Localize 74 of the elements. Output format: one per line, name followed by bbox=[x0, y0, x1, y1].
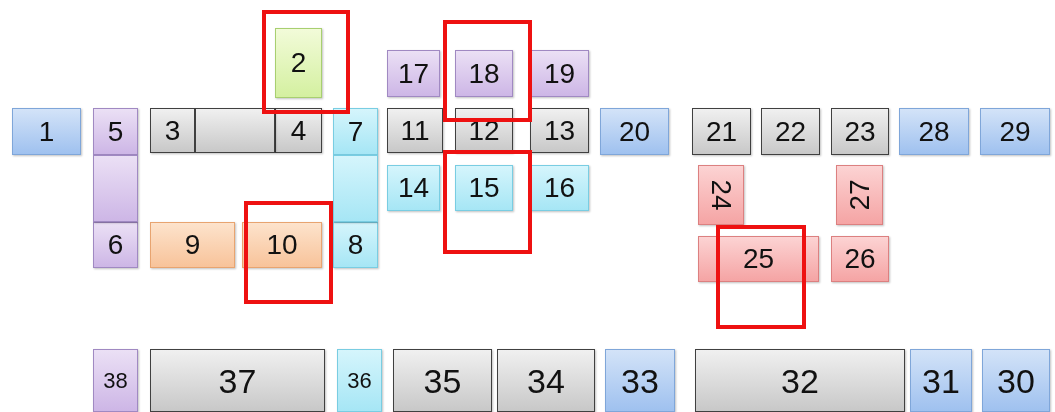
room-number: 6 bbox=[107, 231, 124, 259]
room-box bbox=[530, 165, 589, 211]
room-box bbox=[455, 165, 513, 211]
room-number: 13 bbox=[543, 116, 576, 145]
room-number: 37 bbox=[218, 363, 257, 398]
room-number: 21 bbox=[705, 117, 738, 146]
room-box bbox=[831, 108, 889, 155]
room-box bbox=[150, 222, 235, 268]
room-number: 36 bbox=[347, 369, 372, 392]
room-box bbox=[12, 108, 81, 155]
room-box bbox=[910, 349, 972, 412]
room-box bbox=[455, 50, 513, 97]
room-box bbox=[980, 108, 1050, 155]
room-box bbox=[93, 349, 138, 412]
room-box bbox=[387, 108, 443, 153]
room-box bbox=[242, 222, 322, 268]
room-number: 18 bbox=[468, 59, 500, 88]
room-number: 5 bbox=[107, 117, 124, 146]
room-box bbox=[605, 349, 675, 412]
room-box bbox=[982, 349, 1050, 412]
room-number: 7 bbox=[347, 117, 364, 146]
room-box bbox=[761, 108, 820, 155]
room-number: 34 bbox=[527, 363, 565, 398]
room-box bbox=[150, 108, 195, 153]
room-box bbox=[530, 108, 589, 153]
room-number: 28 bbox=[918, 117, 950, 146]
room-box bbox=[831, 236, 889, 282]
room-box bbox=[387, 165, 440, 211]
room-box bbox=[93, 108, 138, 155]
room-number: 16 bbox=[543, 174, 576, 202]
room-number: 27 bbox=[845, 179, 874, 211]
room-number: 33 bbox=[621, 363, 659, 398]
room-box bbox=[692, 108, 751, 155]
room-box bbox=[275, 108, 322, 153]
room-number: 15 bbox=[468, 174, 500, 202]
room-box bbox=[698, 236, 819, 282]
room-number: 11 bbox=[400, 116, 430, 145]
room-number: 17 bbox=[397, 59, 430, 88]
room-box bbox=[150, 349, 325, 412]
room-number: 10 bbox=[266, 231, 298, 259]
room-number: 25 bbox=[742, 245, 775, 273]
room-number: 14 bbox=[397, 174, 430, 202]
room-number: 31 bbox=[922, 363, 960, 398]
room-number: 30 bbox=[997, 363, 1035, 398]
room-number: 38 bbox=[103, 369, 128, 392]
room-number: 26 bbox=[844, 245, 876, 273]
room-box bbox=[93, 222, 138, 268]
room-number: 23 bbox=[844, 117, 876, 146]
room-box bbox=[333, 108, 378, 155]
room-number: 32 bbox=[781, 363, 819, 398]
room-box bbox=[275, 28, 322, 98]
room-box bbox=[387, 50, 440, 97]
room-box bbox=[899, 108, 969, 155]
room-number: 24 bbox=[707, 179, 735, 211]
room-box bbox=[393, 349, 492, 412]
room-number: 4 bbox=[290, 116, 307, 145]
room-number: 20 bbox=[618, 117, 651, 146]
room-box bbox=[836, 165, 883, 225]
room-number: 35 bbox=[423, 363, 462, 398]
room-number: 19 bbox=[543, 59, 576, 88]
room-number: 3 bbox=[164, 116, 181, 145]
room-box bbox=[337, 349, 382, 412]
room-box bbox=[698, 165, 744, 225]
room-number: 29 bbox=[999, 117, 1031, 146]
room-box bbox=[333, 222, 378, 268]
room-box bbox=[530, 50, 589, 97]
room-number: 9 bbox=[184, 231, 201, 259]
room-number: 1 bbox=[38, 117, 55, 146]
room-box bbox=[600, 108, 669, 155]
room-number: 2 bbox=[290, 49, 307, 77]
room-box bbox=[497, 349, 595, 412]
room-number: 22 bbox=[774, 117, 807, 146]
room-box bbox=[695, 349, 905, 412]
room-number: 8 bbox=[347, 231, 364, 259]
